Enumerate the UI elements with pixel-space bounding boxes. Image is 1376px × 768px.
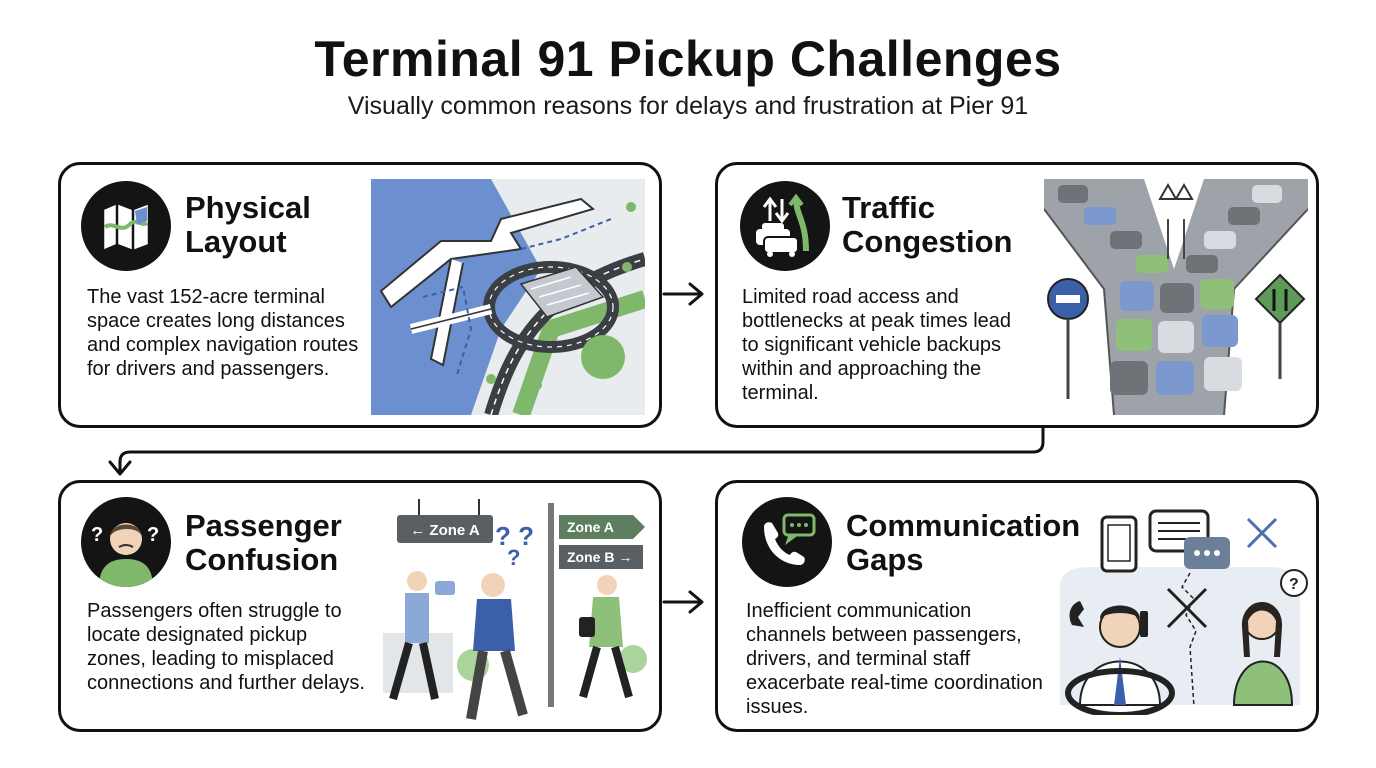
wayfinding-illustration: ← Zone A Zone A Zone B → ? ? ? xyxy=(383,493,653,729)
arrow-right-icon xyxy=(662,282,704,306)
driver xyxy=(1065,601,1175,715)
card-title-line2: Gaps xyxy=(846,542,924,577)
card-title-line1: Traffic xyxy=(842,190,936,225)
card-passenger-confusion: ? ? Passenger Confusion Passengers often… xyxy=(58,480,662,732)
card-description: Limited road access and bottlenecks at p… xyxy=(742,286,1012,404)
svg-text:? ?: ? ? xyxy=(495,521,534,551)
x-mark-icon xyxy=(1166,587,1208,629)
confused-person-icon: ? ? xyxy=(81,497,171,587)
card-description: The vast 152-acre terminal space creates… xyxy=(87,286,359,380)
map-icon xyxy=(81,181,171,271)
close-icon xyxy=(1246,517,1278,549)
card-communication-gaps: Communication Gaps Inefficient communica… xyxy=(715,480,1319,732)
zone-b-sign-label: Zone B → xyxy=(567,549,632,565)
car-rows xyxy=(1058,185,1282,395)
passenger-woman: ? xyxy=(1232,569,1308,706)
passenger-left xyxy=(389,571,455,701)
card-physical-layout: Physical Layout The vast 152-acre termin… xyxy=(58,162,662,428)
phone-chat-icon xyxy=(742,497,832,587)
communication-illustration: ? xyxy=(1050,507,1310,715)
passenger-right xyxy=(579,575,633,699)
zone-a-sign xyxy=(559,515,645,539)
card-title-line1: Communication xyxy=(846,508,1081,543)
terminal-map-illustration xyxy=(371,179,645,415)
svg-text:?: ? xyxy=(91,524,103,546)
card-traffic-congestion: Traffic Congestion Limited road access a… xyxy=(715,162,1319,428)
traffic-icon xyxy=(740,181,830,271)
zone-a-sign-label: Zone A xyxy=(567,519,614,535)
card-description: Passengers often struggle to locate desi… xyxy=(87,600,365,694)
zone-a-sign xyxy=(397,515,493,543)
connector-path xyxy=(118,426,1045,472)
card-title-line2: Layout xyxy=(185,224,287,259)
page-title: Terminal 91 Pickup Challenges xyxy=(314,31,1062,87)
card-title-line2: Congestion xyxy=(842,224,1013,259)
card-title-line1: Passenger xyxy=(185,508,342,543)
question-bubble-icon xyxy=(1280,569,1308,597)
passenger-center xyxy=(466,573,528,720)
arrow-right-icon xyxy=(662,590,704,614)
zone-a-left-sign-label: ← Zone A xyxy=(410,522,480,539)
card-title-line2: Confusion xyxy=(185,542,339,577)
zone-b-sign xyxy=(559,545,643,569)
svg-text:?: ? xyxy=(147,524,159,546)
card-description: Inefficient communication channels betwe… xyxy=(746,600,1043,718)
page-subtitle: Visually common reasons for delays and f… xyxy=(347,92,1029,120)
arrow-down-icon xyxy=(108,460,132,476)
svg-text:?: ? xyxy=(1289,576,1299,593)
svg-text:?: ? xyxy=(507,545,520,570)
traffic-jam-illustration xyxy=(1044,179,1308,415)
card-title-line1: Physical xyxy=(185,190,311,225)
